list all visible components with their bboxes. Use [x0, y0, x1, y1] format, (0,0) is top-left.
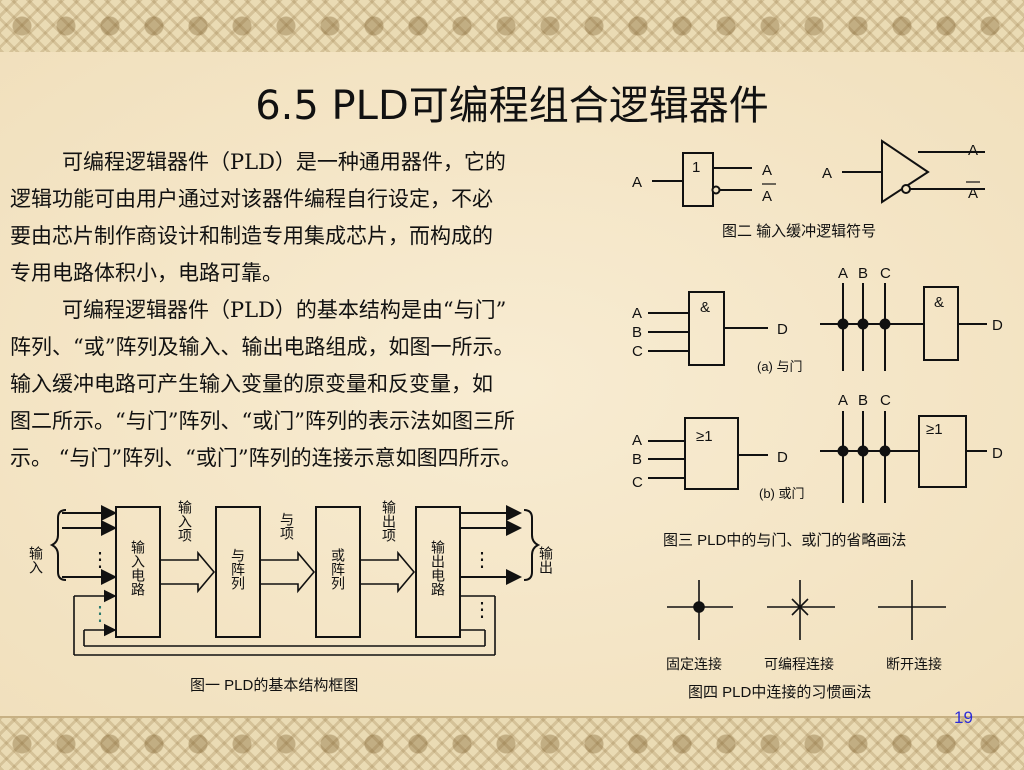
feedback-ellipsis-left: ⋮ — [90, 603, 110, 625]
figure3-sub-b: (b) 或门 — [759, 486, 805, 501]
slide-title: 6.5 PLD可编程组合逻辑器件 — [255, 83, 769, 129]
paragraph-intro: 可编程逻辑器件（PLD）是一种通用器件，它的 逻辑功能可由用户通过对该器件编程自… — [10, 144, 680, 292]
paragraph-line: 示。 “与门”阵列、“或门”阵列的连接示意如图四所示。 — [10, 446, 522, 470]
paragraph-line: 逻辑功能可由用户通过对该器件编程自行设定，不必 — [10, 187, 493, 211]
or-gate-block — [684, 417, 739, 490]
wide-arrow-input-terms — [159, 550, 216, 594]
and-input-a: A — [632, 305, 642, 322]
figure3-sub-a: (a) 与门 — [757, 359, 803, 374]
figure1-input-label: 输入 — [28, 546, 44, 574]
and-input-b: B — [632, 324, 642, 341]
decorative-bottom-border — [0, 716, 1024, 770]
or-compact-input-a: A — [838, 392, 848, 409]
block-or-array-label: 或阵列 — [330, 548, 346, 591]
block-output-circuit — [415, 506, 461, 638]
paragraph-line: 图二所示。“与门”阵列、“或门”阵列的表示法如图三所 — [10, 409, 515, 433]
and-compact-input-b: B — [858, 265, 868, 282]
buffer-triangle-comp-label: A — [968, 185, 978, 202]
open-connection-label: 断开连接 — [886, 656, 942, 672]
and-compact-input-c: C — [880, 265, 891, 282]
buffer-true-output-label: A — [762, 162, 772, 179]
or-input-a: A — [632, 432, 642, 449]
figure1-block-diagram — [49, 505, 541, 656]
arrow-label-input-terms: 输入项 — [177, 500, 193, 542]
or-gate-symbol: ≥1 — [696, 428, 713, 445]
slide-page-number: 19 — [954, 708, 973, 727]
buffer-complement-output-label: A — [762, 188, 772, 205]
figure1-output-label: 输出 — [538, 546, 554, 574]
paragraph-line: 专用电路体积小，电路可靠。 — [10, 261, 283, 285]
or-output-d: D — [777, 449, 788, 466]
buffer-triangle-true-label: A — [968, 142, 978, 159]
slide-background — [0, 52, 1024, 716]
figure4-connections — [667, 580, 946, 640]
and-input-c: C — [632, 343, 643, 360]
block-and-array-label: 与阵列 — [230, 548, 246, 591]
figure1-caption: 图一 PLD的基本结构框图 — [190, 677, 358, 694]
or-input-b: B — [632, 451, 642, 468]
or-compact-input-c: C — [880, 392, 891, 409]
output-brace — [523, 509, 541, 581]
figure3-or-gate — [648, 411, 987, 503]
input-ellipsis: ⋮ — [90, 549, 110, 571]
buffer-triangle-input-label: A — [822, 165, 832, 182]
paragraph-line: 可编程逻辑器件（PLD）是一种通用器件，它的 — [62, 150, 506, 174]
programmable-connection-label: 可编程连接 — [764, 656, 834, 672]
or-input-c: C — [632, 474, 643, 491]
and-compact-symbol: & — [934, 294, 944, 311]
paragraph-structure: 可编程逻辑器件（PLD）的基本结构是由“与门” 阵列、“或”阵列及输入、输出电路… — [10, 292, 680, 477]
wide-arrow-and-terms — [259, 550, 316, 594]
fixed-connection-dot-icon — [693, 601, 705, 613]
and-output-d: D — [777, 321, 788, 338]
figure3-caption: 图三 PLD中的与门、或门的省略画法 — [663, 532, 906, 549]
or-compact-output-d: D — [992, 445, 1003, 462]
paragraph-line: 输入缓冲电路可产生输入变量的原变量和反变量，如 — [10, 372, 493, 396]
paragraph-line: 阵列、“或”阵列及输入、输出电路组成，如图一所示。 — [10, 335, 515, 359]
paragraph-line: 要由芯片制作商设计和制造专用集成芯片，而构成的 — [10, 224, 493, 248]
and-compact-input-a: A — [838, 265, 848, 282]
fixed-connection-label: 固定连接 — [666, 656, 722, 672]
buffer-block — [682, 152, 714, 207]
and-gate-symbol: & — [700, 299, 710, 316]
figure4-caption: 图四 PLD中连接的习惯画法 — [688, 684, 871, 701]
block-output-circuit-label: 输出电路 — [430, 540, 446, 596]
block-input-circuit-label: 输入电路 — [130, 540, 146, 596]
arrow-label-and-terms: 与项 — [279, 512, 295, 540]
and-compact-output-d: D — [992, 317, 1003, 334]
figure3-and-gate — [648, 283, 987, 371]
buffer-input-label: A — [632, 174, 642, 191]
buffer-gate-symbol: 1 — [692, 159, 700, 176]
paragraph-line: 可编程逻辑器件（PLD）的基本结构是由“与门” — [62, 298, 507, 322]
input-brace — [49, 509, 67, 581]
output-ellipsis: ⋮ — [472, 549, 492, 571]
or-compact-symbol: ≥1 — [926, 421, 943, 438]
feedback-ellipsis-right: ⋮ — [472, 599, 492, 621]
wide-arrow-output-terms — [359, 550, 416, 594]
figure2-input-buffer — [652, 139, 985, 207]
figure2-caption: 图二 输入缓冲逻辑符号 — [722, 223, 876, 240]
decorative-top-border — [0, 0, 1024, 54]
or-compact-input-b: B — [858, 392, 868, 409]
arrow-label-output-terms: 输出项 — [381, 500, 397, 542]
